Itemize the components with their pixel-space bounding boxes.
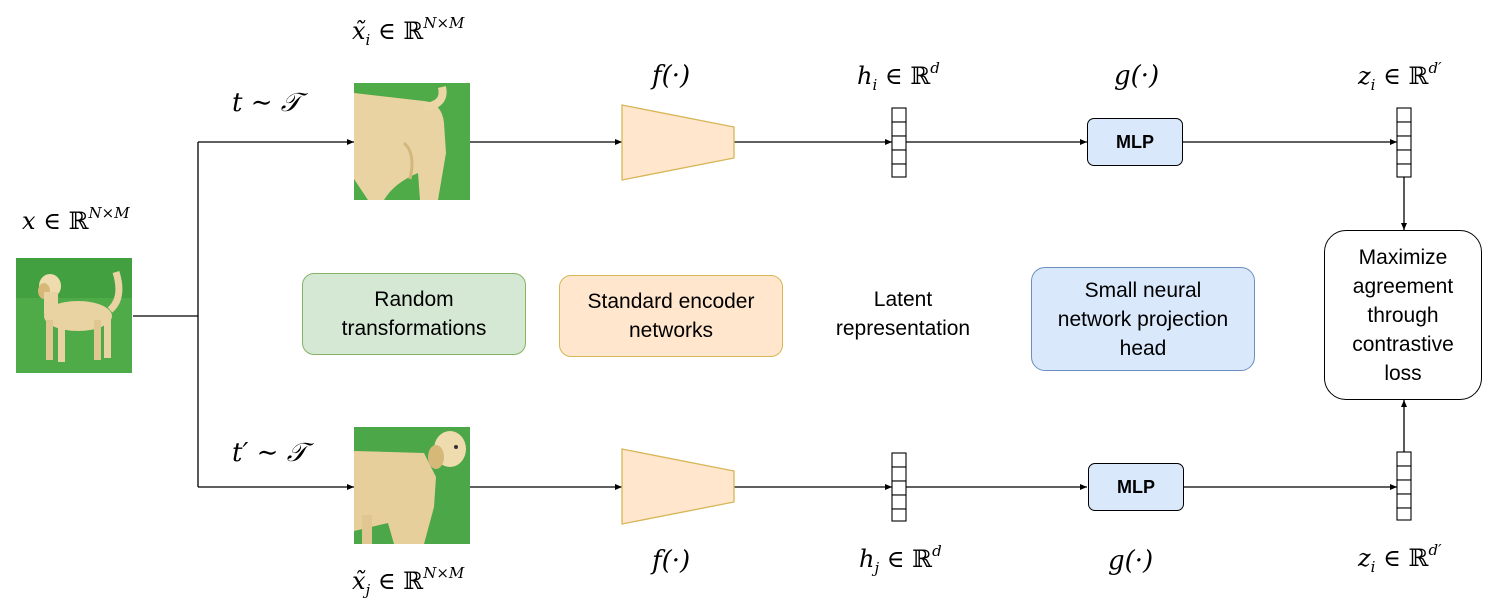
projection-top-label: g(·) bbox=[1114, 61, 1160, 91]
rep-top-label: hi ∈ ℝd bbox=[857, 59, 940, 94]
rep-bottom-label: hj ∈ ℝd bbox=[859, 542, 942, 577]
encoder-top-label: f(·) bbox=[652, 61, 691, 91]
augmentation-top-label: t ∼ 𝒯 bbox=[232, 88, 301, 118]
out-vector-bottom bbox=[1396, 451, 1412, 521]
out-vector-top bbox=[1396, 107, 1412, 178]
latent-representation-caption: Latent representation bbox=[835, 288, 971, 340]
augmented-view-bottom-image bbox=[354, 427, 470, 544]
projection-head-caption: Small neural network projection head bbox=[1031, 267, 1255, 371]
encoder-bottom-shape bbox=[621, 448, 735, 525]
input-dog-image bbox=[16, 258, 132, 373]
out-top-label: zi ∈ ℝd′ bbox=[1358, 59, 1442, 94]
standard-encoder-caption: Standard encoder networks bbox=[559, 275, 783, 357]
augmentation-bottom-label: t′ ∼ 𝒯 bbox=[232, 438, 307, 468]
encoder-top-shape bbox=[621, 104, 735, 181]
input-label: x ∈ ℝN×M bbox=[22, 204, 130, 235]
rep-vector-top bbox=[891, 107, 907, 178]
contrastive-loss-box: Maximize agreement through contrastive l… bbox=[1324, 230, 1482, 400]
mlp-bottom: MLP bbox=[1088, 463, 1184, 511]
rep-vector-bottom bbox=[891, 452, 907, 522]
view-bottom-label: x̃j ∈ ℝN×M bbox=[352, 564, 465, 599]
random-transformations-caption: Random transformations bbox=[302, 273, 526, 355]
projection-bottom-label: g(·) bbox=[1108, 546, 1154, 576]
mlp-top: MLP bbox=[1087, 118, 1183, 166]
out-bottom-label: zi ∈ ℝd′ bbox=[1358, 541, 1442, 576]
encoder-bottom-label: f(·) bbox=[652, 546, 691, 576]
view-top-label: x̃i ∈ ℝN×M bbox=[352, 14, 465, 49]
augmented-view-top-image bbox=[354, 83, 470, 200]
